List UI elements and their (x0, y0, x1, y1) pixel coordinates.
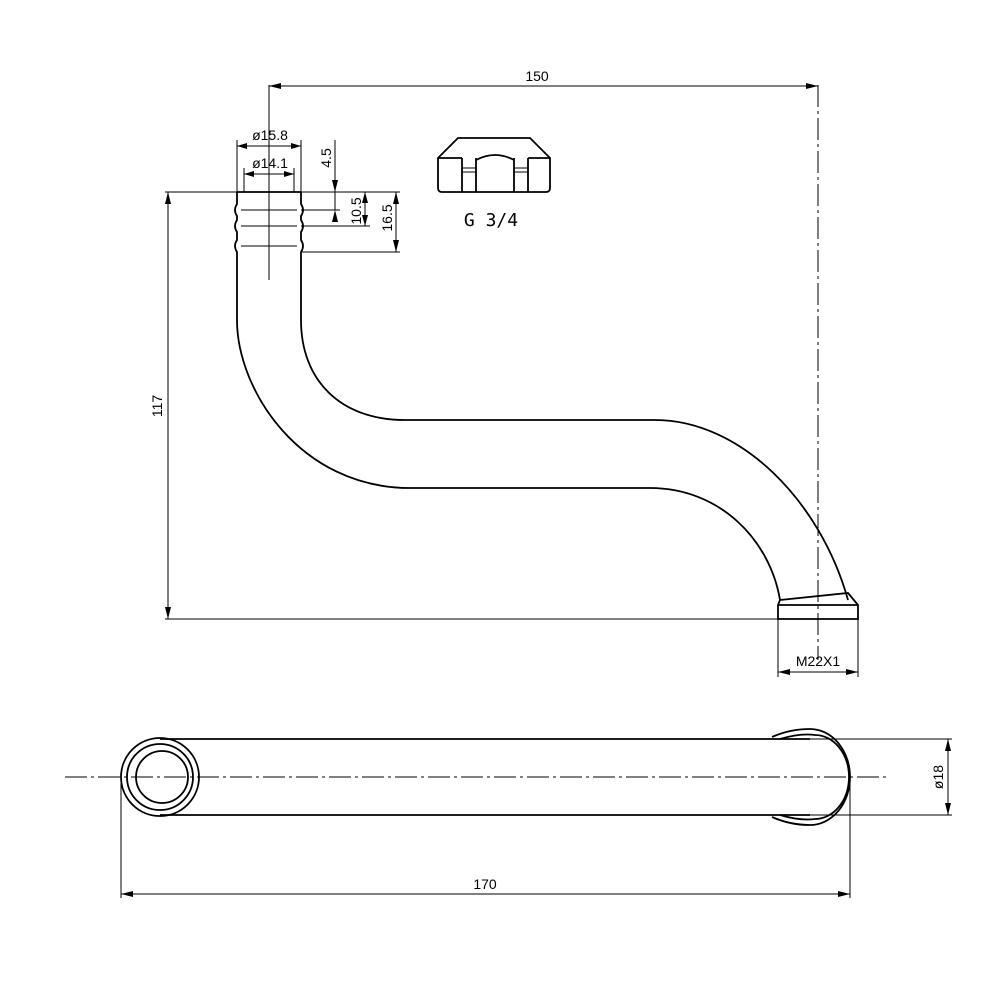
dim-inner-diameter-label: ø14.1 (252, 155, 288, 171)
side-view: 150 117 ø15.8 ø14.1 (149, 68, 859, 677)
dim-4-5-label: 4.5 (318, 148, 334, 168)
dimension-inlet-diameters: ø15.8 ø14.1 (236, 127, 302, 192)
outlet-nozzle (777, 85, 859, 660)
top-view: ø18 170 (65, 728, 952, 898)
spout-inner-contour (300, 258, 849, 601)
dim-10-5-label: 10.5 (348, 197, 364, 224)
dimension-overall-width: 150 (269, 68, 818, 89)
dim-16-5-label: 16.5 (379, 204, 395, 231)
dim-outer-diameter-label: ø15.8 (252, 127, 288, 143)
dim-tube-diameter-label: ø18 (930, 765, 946, 789)
dimension-total-length: 170 (120, 777, 851, 898)
dim-117-label: 117 (149, 395, 165, 418)
spout-outer-contour (236, 258, 781, 601)
dimension-height: 117 (149, 191, 778, 620)
dimension-groove-lengths: 4.5 10.5 16.5 (301, 140, 400, 253)
dim-150-label: 150 (525, 68, 549, 84)
nut-icon (437, 137, 551, 193)
dimension-outlet-thread: M22X1 (777, 619, 859, 677)
dimension-tube-diameter: ø18 (810, 738, 952, 816)
nut-label: G 3/4 (464, 210, 518, 231)
dim-170-label: 170 (473, 876, 497, 892)
dim-thread-label: M22X1 (796, 653, 841, 669)
